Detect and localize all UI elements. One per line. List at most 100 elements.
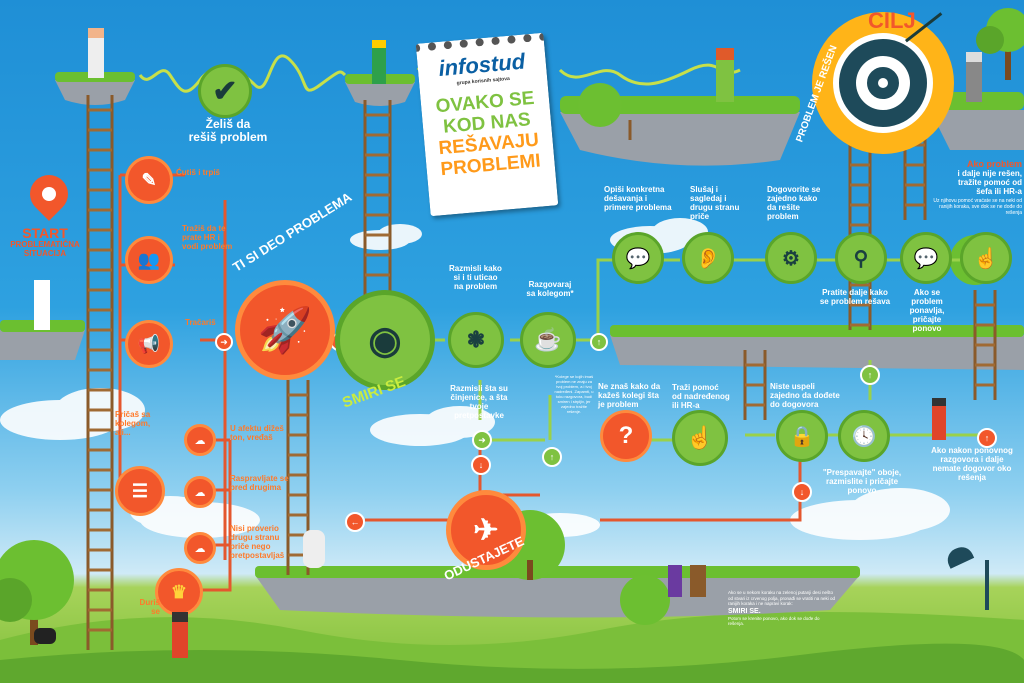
chat-icon: ☰ (131, 480, 149, 501)
checkmark-badge: ✔ (198, 64, 252, 118)
character-alien (668, 565, 682, 597)
top-step-2[interactable]: 👂 (682, 232, 734, 284)
bottom-note-tail: Potom se krenite ponovo, ako dok se dođe… (728, 615, 820, 627)
cat-icon (34, 628, 56, 644)
people-icon: 👥 (137, 249, 161, 270)
character-karate (88, 28, 104, 78)
ako-note: Uz njihovu pomoć vraćate se na neki od r… (933, 198, 1022, 216)
hand-tap-icon: ☝ (686, 425, 714, 450)
coffee-icon: ☕ (534, 327, 562, 352)
start-pin-dot (42, 187, 56, 201)
outcome-3-text: Nisi proverio drugu stranu priče nego pr… (230, 524, 285, 560)
option-silence-text: Ćutiš i trpiš (176, 168, 221, 177)
gossip-chat[interactable]: ☰ (115, 466, 165, 516)
checkmark-icon: ✔ (212, 74, 238, 108)
cloud-icon-1: ☁ (194, 434, 206, 447)
goal-cilj: CILJ (868, 8, 916, 33)
bottom-note-text: Ako se u nekom koraku na zelenoj putanji… (728, 590, 836, 606)
gossip-line3: ali... (115, 428, 131, 437)
target-middle-ring (856, 56, 910, 110)
trazi-pomoc-text: Traži pomoć od nadređenog ili HR-a (672, 383, 730, 410)
headline-notepad: infostud grupa korisnih sajtova OVAKO SE… (415, 32, 559, 217)
zelis-label: Želiš da rešiš problem (188, 118, 268, 144)
lock-icon: 🔒 (789, 425, 815, 448)
step-brain[interactable]: ❃ (448, 312, 504, 368)
outcome-1-circle[interactable]: ☁ (184, 424, 216, 456)
arrow-down-2: ↓ (792, 482, 812, 502)
start-title: START (22, 225, 68, 241)
eye-icon: ◉ (368, 319, 402, 362)
top-step-3[interactable]: ⚙ (765, 232, 817, 284)
zelis-line1: Želiš da (205, 117, 251, 131)
character-oldman (966, 52, 982, 102)
crown-icon: ♛ (170, 581, 188, 602)
top-step-2-text: Slušaj i sagledaj i drugu stranu priče (690, 185, 740, 221)
top-step-5[interactable]: 💬 (900, 232, 952, 284)
character-monkey (690, 565, 706, 597)
bottom-note-emph: SMIRI SE. (728, 607, 761, 615)
odustajete-circle: ✈ (446, 490, 526, 570)
gossip-line2: kolegom, (115, 419, 151, 428)
arrow-left-1: ← (345, 512, 365, 532)
arrow-up-1: ↑ (977, 428, 997, 448)
lower-right-2-text: "Prespavajte" oboje, razmislite i pričaj… (822, 468, 902, 495)
option-hr[interactable]: 👥 (125, 236, 173, 284)
arrow-up-2: ↑ (590, 333, 608, 351)
cloud-icon-2: ☁ (194, 486, 206, 499)
bottom-note: Ako se u nekom koraku na zelenoj putanji… (728, 590, 836, 627)
top-step-3-text: Dogovorite se zajedno kako da rešite pro… (767, 185, 821, 221)
gossip-label: Pričaš sa kolegom, ali... (115, 410, 165, 437)
razmisli2-text: Razmisli šta su činjenice, a šta tvoje p… (450, 384, 508, 420)
character-pirate (932, 398, 946, 440)
step-brain-text: Razmisli kako si i ti uticao na problem (449, 264, 502, 291)
character-builder (372, 40, 386, 84)
top-step-6[interactable]: ☝ (960, 232, 1012, 284)
character-girl (716, 48, 734, 102)
question-circle[interactable]: ? (600, 410, 652, 462)
ako-title1: Ako problem (966, 159, 1022, 169)
ne-znas-text: Ne znaš kako da kažeš kolegi šta je prob… (598, 382, 661, 409)
brain-icon: ❃ (466, 327, 486, 352)
goal-target (812, 12, 954, 154)
arrow-up-3: ↑ (542, 447, 562, 467)
help-circle[interactable]: ☝ (672, 410, 728, 466)
ako-title3: tražite pomoć od (957, 178, 1022, 187)
option-silence[interactable]: ✎ (125, 156, 173, 204)
lower-right-3-text: Ako nakon ponovnog razgovora i dalje nem… (931, 446, 1013, 482)
arrow-right-3: ➜ (472, 430, 492, 450)
top-step-1[interactable]: 💬 (612, 232, 664, 284)
top-step-4-text: Pratite dalje kako se problem rešava (819, 288, 891, 306)
ako-title2: i dalje nije rešen, (957, 169, 1022, 178)
question-icon: ? (618, 422, 634, 449)
infostud-logo: infostud grupa korisnih sajtova (417, 47, 547, 90)
target-outer-ring (833, 33, 933, 133)
target-inner-ring (863, 63, 903, 103)
ako-title4: šefa ili HR-a (976, 187, 1022, 196)
magnifier-icon: ⚲ (853, 247, 869, 270)
option-gossip[interactable]: 📢 (125, 320, 173, 368)
clock-icon: 🕓 (851, 425, 877, 448)
outcome-2-circle[interactable]: ☁ (184, 476, 216, 508)
step-coffee[interactable]: ☕ (520, 312, 576, 368)
start-label: START PROBLEMATIČNA SITUACIJA (0, 226, 90, 258)
arrow-right-1: ➜ (215, 333, 233, 351)
speech-icon-2: 💬 (913, 247, 939, 270)
clock-circle[interactable]: 🕓 (838, 410, 890, 462)
arrow-up-4: ↑ (860, 365, 880, 385)
outcome-3-circle[interactable]: ☁ (184, 532, 216, 564)
rocket-icon: 🚀 (257, 306, 313, 355)
duris-label: Duriš se (120, 598, 160, 616)
start-sub1: PROBLEMATIČNA (10, 240, 80, 249)
lock-circle[interactable]: 🔒 (776, 410, 828, 462)
gossip-line1: Pričaš sa (115, 410, 151, 419)
target-bullseye (878, 78, 888, 88)
top-step-4[interactable]: ⚲ (835, 232, 887, 284)
top-step-1-text: Opiši konkretna dešavanja i primere prob… (604, 185, 672, 212)
duris-line2: se (151, 607, 160, 616)
island-right-mid (610, 325, 1024, 370)
speech-icon: 💬 (625, 247, 651, 270)
megaphone-icon: 📢 (137, 333, 161, 354)
duris-circle[interactable]: ♛ (155, 568, 203, 616)
outcome-2-text: Raspravljate se pred drugima (230, 474, 289, 492)
